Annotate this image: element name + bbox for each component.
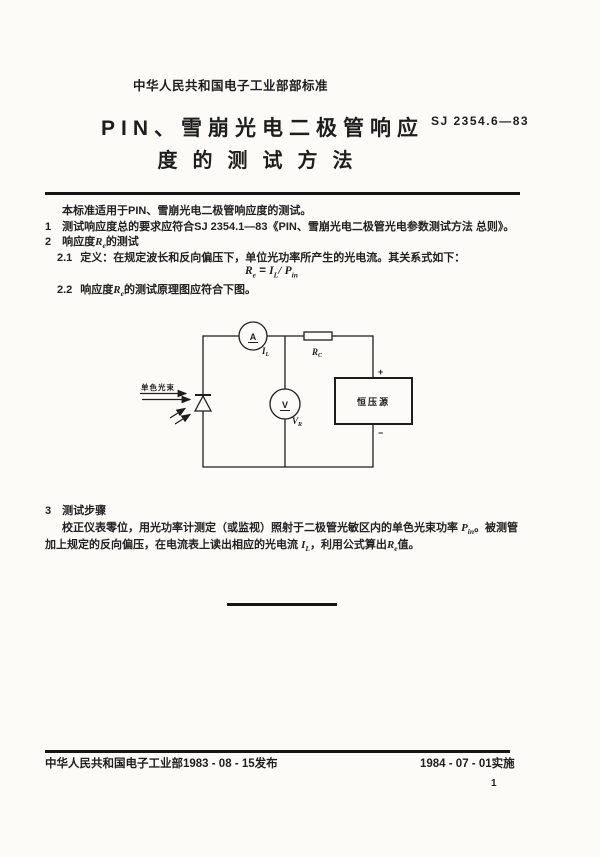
procedure-line-1-text: 校正仪表零位，用光功率计测定（或监视）照射于二极管光敏区内的单色光束功率 [62,522,458,534]
polarity-plus: + [378,367,383,377]
section-2-1-number: 2.1 [57,252,73,264]
formula-P: P [284,265,292,277]
section-3-title: 测试步骤 [62,505,107,517]
issued-by-date: 中华人民共和国电子工业部1983 - 08 - 15发布 [45,758,278,770]
photodiode-light-arrow-2 [174,413,192,425]
section-1-number: 1 [45,221,52,233]
power-subscript: in [467,527,475,537]
voltage-source-label: 恒压源 [357,396,390,407]
section-2-1-text: 定义：在规定波长和反向偏压下，单位光功率所产生的光电流。其关系式如下： [80,252,466,264]
effective-date: 1984 - 07 - 01实施 [420,758,515,770]
formula-R-sub: e [252,270,257,280]
procedure-line-2-tail: 值。 [397,539,420,551]
responsivity-symbol: R [95,236,103,248]
formula-equals: = [259,265,266,277]
document-title-line1: PIN、雪崩光电二极管响应 [100,117,424,140]
formula-I: I [269,265,274,277]
bias-voltage-label: VR [292,416,302,428]
light-beam-label: 单色光束 [141,382,175,392]
formula-P-sub: in [291,270,298,280]
section-2-number: 2 [45,236,52,248]
section-1: 1 测试响应度总的要求应符合SJ 2354.1—83《PIN、雪崩光电二极管光电参… [45,218,514,234]
procedure-line-1: 校正仪表零位，用光功率计测定（或监视）照射于二极管光敏区内的单色光束功率 Pin… [62,519,518,536]
section-3-number: 3 [45,505,52,517]
responsivity-subscript: e [102,241,106,251]
resistor-label: RC [311,347,323,359]
section-2-1: 2.1 定义：在规定波长和反向偏压下，单位光功率所产生的光电流。其关系式如下： [57,249,465,265]
voltage-source-box [334,377,413,425]
procedure-line-2-text: 加上规定的反向偏压，在电流表上读出相应的光电流 [45,539,298,551]
section-2-2-number: 2.2 [57,284,73,296]
formula-R: R [245,265,253,277]
section-2-2: 2.2 响应度Re的测试原理图应符合下图。 [57,281,256,298]
voltmeter-letter: V [282,400,288,410]
voltmeter-symbol [269,388,301,420]
photodiode-light-arrow-1 [169,407,187,419]
standard-number: SJ 2354.6—83 [431,114,530,128]
resistor-symbol [303,331,333,341]
scope-statement: 本标准适用于PIN、雪崩光电二极管响应度的测试。 [62,205,312,217]
current-subscript: L [305,544,310,554]
page-number: 1 [491,778,497,789]
ammeter-letter: A [250,332,257,342]
section-2-2-R: R [113,284,121,296]
header-rule [45,192,520,195]
formula-I-sub: L [273,270,279,280]
document-title-line2: 度的测试方法 [157,150,368,172]
photodiode-symbol [193,394,213,412]
ammeter-symbol [238,321,268,351]
responsivity-formula: Re = IL/ Pin [245,265,298,279]
section-2-2-post: 的测试原理图应符合下图。 [123,284,256,296]
procedure-line-1-tail: 。被测管 [474,522,519,534]
current-symbol: I [301,539,306,551]
power-symbol: P [461,522,468,534]
end-of-text-rule [227,603,337,606]
section-2-pre: 响应度 [62,236,96,248]
issuing-org-header: 中华人民共和国电子工业部部标准 [133,79,329,93]
photocurrent-label: IL [261,346,270,358]
procedure-line-2-mid: ，利用公式算出 [309,539,387,551]
section-2-2-pre: 响应度 [80,284,114,296]
responsivity-test-circuit-diagram: 单色光束 A IL RC V VR 恒压源 + − [140,321,413,468]
polarity-minus: − [378,428,383,438]
formula-slash: / [278,265,282,277]
section-1-text: 测试响应度总的要求应符合SJ 2354.1—83《PIN、雪崩光电二极管光电参数… [62,221,515,233]
section-2-post: 的测试 [105,236,139,248]
footer-rule [45,750,510,753]
section-3-heading: 3 测试步骤 [45,502,106,518]
section-2-2-R-sub: e [120,289,124,299]
result-symbol: R [386,539,395,551]
procedure-line-2: 加上规定的反向偏压，在电流表上读出相应的光电流 IL，利用公式算出Re值。 [45,536,420,553]
result-subscript: e [394,544,398,554]
section-2-heading: 2 响应度Re的测试 [45,233,139,250]
